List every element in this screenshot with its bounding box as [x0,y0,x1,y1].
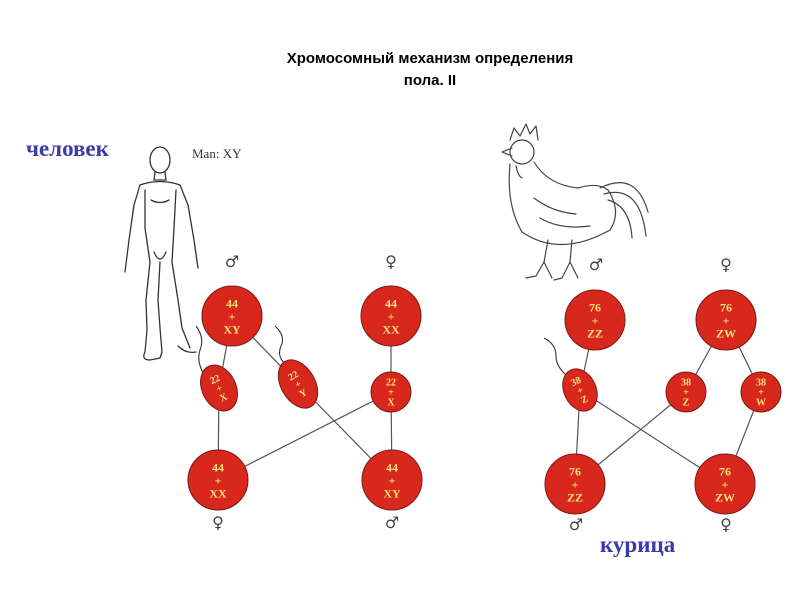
human-parent-label-line: + [229,309,236,323]
chicken-gamete-label-line: W [756,398,766,409]
chicken-gamete-shape [562,368,598,412]
chicken-gamete-c-sperm-z: 38+Z [562,368,598,412]
human-offspring-label-line: 44 [386,460,398,474]
human-gamete-h-egg: 22+X [370,371,412,413]
slide-title: Хромосомный механизм определения пола. I… [0,48,800,92]
chicken-parent-label-line: + [592,313,599,327]
chicken-gamete-shape [740,371,782,413]
chicken-offspring-label-line: + [572,477,579,491]
human-parent-shape [360,285,422,347]
female-symbol-icon: ♀ [720,515,732,534]
human-gamete-label-line: X [387,398,395,409]
chicken-offspring-label-line: ZZ [567,490,583,504]
chicken-gamete-label-line: + [683,388,689,399]
female-symbol-icon: ♀ [385,252,397,271]
chicken-offspring-c-female-chick: 76+ZW [694,453,756,515]
chicken-gamete-label-line: 38 [569,375,583,389]
male-symbol-icon: ♂ [385,513,399,532]
human-offspring-label-line: XX [209,486,227,500]
male-symbol-icon: ♂ [589,255,603,274]
rooster-illustration [501,123,649,281]
human-parent-label-line: 44 [385,296,397,310]
human-offspring-h-son: 44+XY [361,449,423,511]
human-gamete-label-line: + [388,388,394,399]
chicken-offspring-label-line: + [722,477,729,491]
female-symbol-icon: ♀ [212,513,224,532]
human-gamete-shape [370,371,412,413]
human-gamete-label-line: + [215,383,225,396]
chicken-parent-c-hen: 76+ZW [695,289,757,351]
human-parent-label-line: 44 [226,296,238,310]
chicken-offspring-c-male-chick: 76+ZZ [544,453,606,515]
chicken-parent-shape [564,289,626,351]
chicken-offspring-shape [694,453,756,515]
human-parent-h-mother: 44+XX [360,285,422,347]
human-parent-label-line: XY [223,322,241,336]
chicken-gamete-label-line: Z [683,398,690,409]
chicken-gamete-label-line: + [576,385,586,398]
chicken-offspring-label-line: 76 [719,464,731,478]
chicken-gamete-c-egg-z: 38+Z [665,371,707,413]
human-gamete-h-sperm-x: 22+X [200,364,238,412]
human-parent-h-father: 44+XY [201,285,263,347]
human-gamete-shape [200,364,238,412]
chicken-parent-label-line: ZZ [587,326,603,340]
sex-symbols-layer: ♂ ♀ ♀ ♂ ♂ ♀ ♂ ♀ [212,252,732,534]
human-parent-label-line: XX [382,322,400,336]
human-gamete-label-line: 22 [386,378,396,389]
human-gamete-shape [277,359,319,409]
human-gamete-label-line: 22 [208,373,222,387]
human-offspring-label-line: 44 [212,460,224,474]
human-label: человек [26,136,109,161]
chicken-parent-shape [695,289,757,351]
man-caption: Man: XY [192,146,242,161]
human-offspring-shape [361,449,423,511]
chicken-gamete-c-egg-w: 38+W [740,371,782,413]
human-offspring-shape [187,449,249,511]
chicken-parent-c-rooster: 76+ZZ [564,289,626,351]
human-gamete-label-line: X [218,391,230,404]
chicken-gamete-label-line: + [758,388,764,399]
chicken-gamete-label-line: Z [579,394,590,407]
chicken-parent-label-line: + [723,313,730,327]
title-line-1: Хромосомный механизм определения [286,50,574,67]
title-line-2: пола. II [403,72,457,89]
human-link-h-egg-to-h-daughter [217,391,392,481]
man-illustration [124,146,199,361]
human-parent-shape [201,285,263,347]
female-symbol-icon: ♀ [720,255,732,274]
human-offspring-label-line: XY [383,486,401,500]
chicken-parent-label-line: 76 [720,300,732,314]
human-parent-label-line: + [388,309,395,323]
human-offspring-label-line: + [215,473,222,487]
human-offspring-h-daughter: 44+XX [187,449,249,511]
chicken-gamete-shape [665,371,707,413]
chicken-parent-label-line: 76 [589,300,601,314]
human-offspring-label-line: + [389,473,396,487]
chicken-offspring-label-line: ZW [715,490,735,504]
human-gamete-h-sperm-y: 22+Y [277,359,319,409]
chicken-label: курица [600,532,676,557]
cells-layer: 44+XY44+XX22+X22+Y22+X44+XX44+XY76+ZZ76+… [187,285,782,515]
sperm-tails [195,325,571,379]
chicken-gamete-label-line: 38 [681,378,691,389]
human-gamete-label-line: + [293,379,304,392]
chicken-offspring-shape [544,453,606,515]
chicken-offspring-label-line: 76 [569,464,581,478]
human-gamete-label-line: 22 [286,369,300,384]
chicken-parent-label-line: ZW [716,326,736,340]
male-symbol-icon: ♂ [569,515,583,534]
male-symbol-icon: ♂ [225,252,239,271]
chicken-gamete-label-line: 38 [756,378,766,389]
